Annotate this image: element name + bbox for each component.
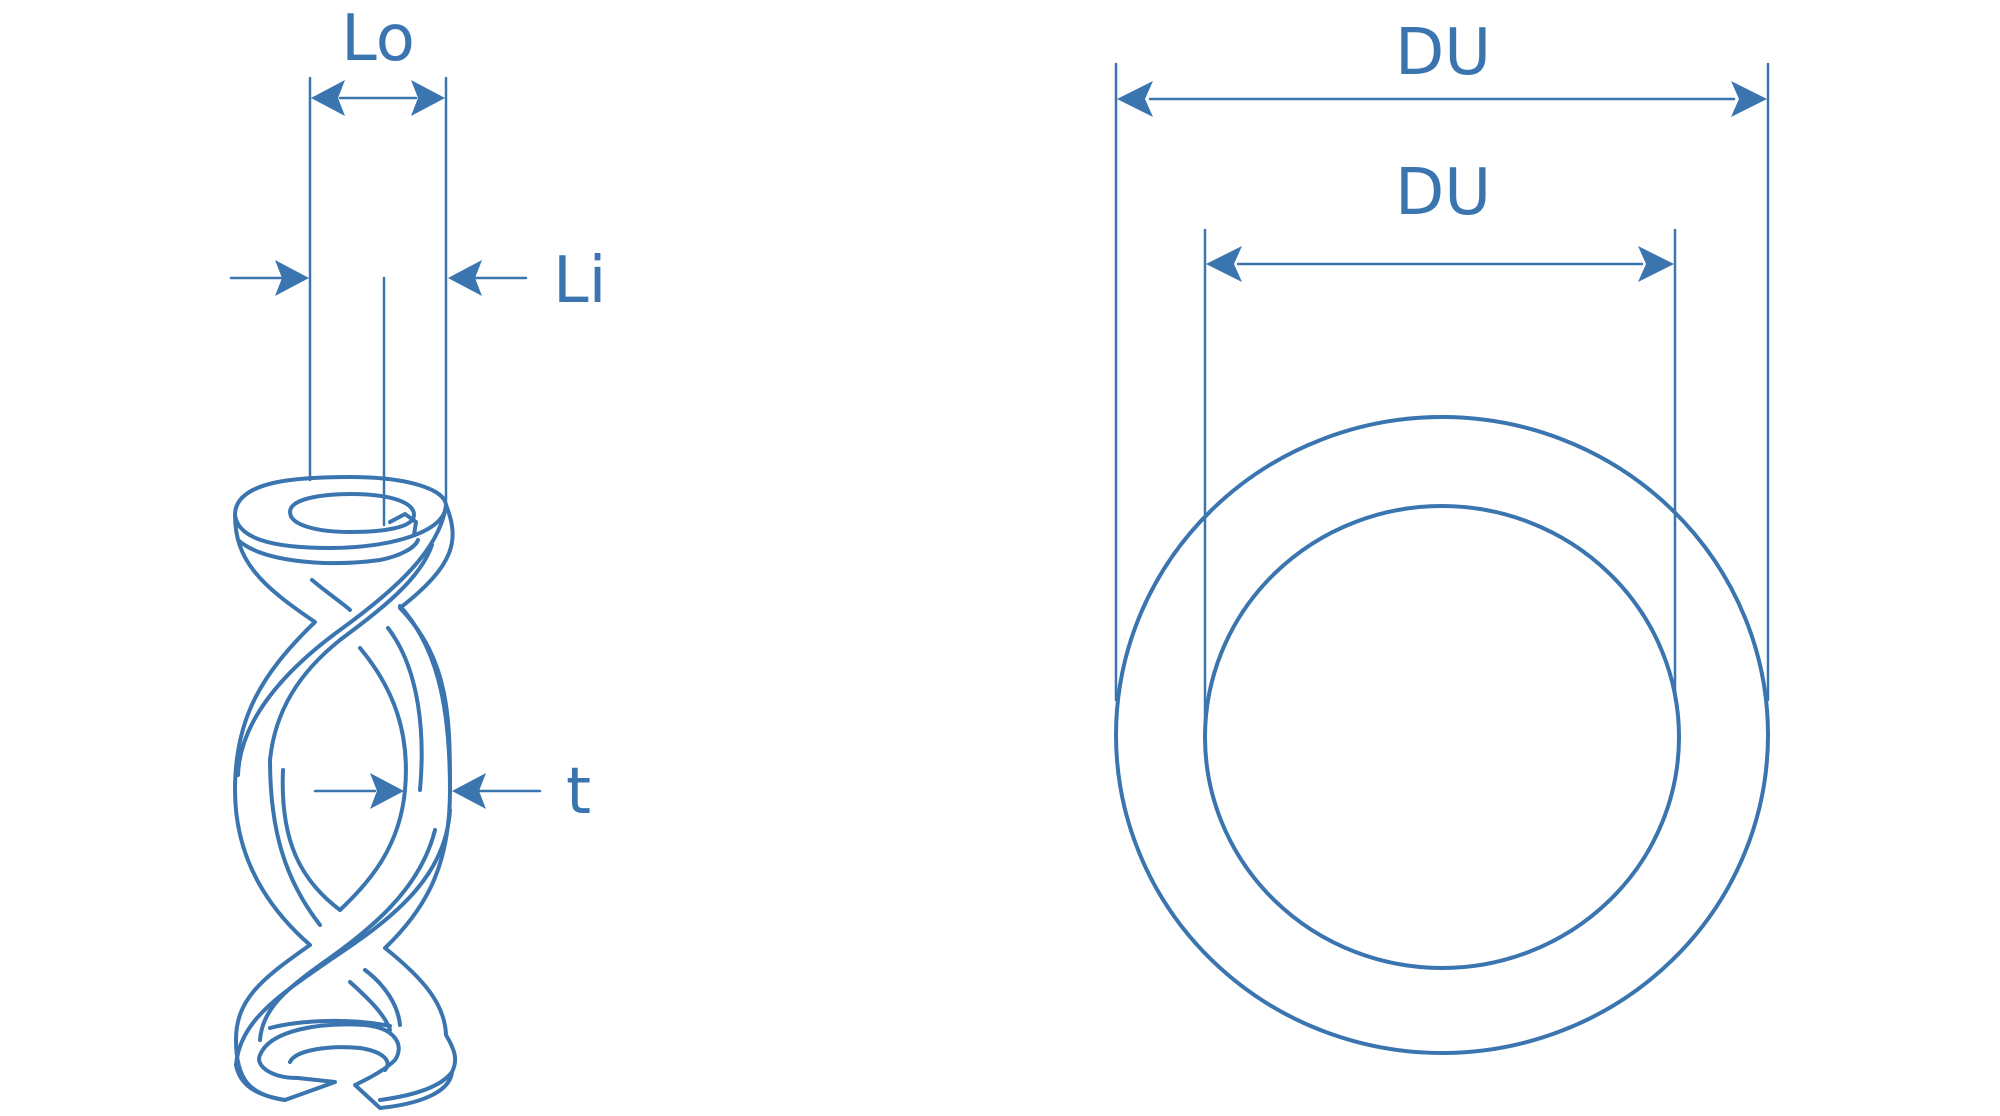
ring-top-view: DU DU xyxy=(1114,16,1770,1055)
helix-band-front-d xyxy=(258,828,437,1042)
bottom-coil-band xyxy=(268,1018,392,1030)
helix-band-front-c xyxy=(234,808,452,1067)
outer-diameter-arrow-left xyxy=(1117,81,1153,117)
top-coil-tab xyxy=(388,512,418,537)
top-coil-inner xyxy=(288,492,416,534)
spring-coils xyxy=(233,475,458,1110)
ring-outer-circle xyxy=(1114,415,1770,1055)
bottom-coil-outer xyxy=(234,1022,454,1110)
dimension-li: Li xyxy=(229,244,606,527)
inner-diameter-arrow-left xyxy=(1206,246,1242,282)
helix-band-back-f xyxy=(363,968,402,1027)
spring-side-view: Lo Li xyxy=(229,2,606,1110)
helix-band-front-b xyxy=(268,543,434,762)
dimension-lo: Lo xyxy=(308,2,448,502)
spring-outer-left xyxy=(233,513,317,1102)
li-label: Li xyxy=(553,244,606,318)
helix-band-back-d xyxy=(398,604,452,792)
dimension-inner-diameter: DU xyxy=(1203,156,1677,737)
li-arrow-right xyxy=(448,260,482,296)
top-coil-lower-band xyxy=(236,538,420,566)
helix-inner-left-b xyxy=(280,768,342,912)
lo-arrow-left xyxy=(311,80,345,116)
ring-inner-circle xyxy=(1203,504,1681,970)
t-arrow-right xyxy=(452,773,486,809)
helix-inner-left-a xyxy=(268,758,322,927)
inner-diameter-arrow-right xyxy=(1638,246,1674,282)
inner-diameter-label: DU xyxy=(1395,156,1491,230)
helix-band-back-a xyxy=(310,578,352,612)
spring-outer-right xyxy=(378,503,458,1102)
lo-label: Lo xyxy=(341,2,415,76)
dimension-outer-diameter: DU xyxy=(1114,16,1770,702)
helix-band-back-c xyxy=(386,626,424,792)
t-label: t xyxy=(566,755,591,829)
outer-diameter-arrow-right xyxy=(1731,81,1767,117)
helix-band-back-b xyxy=(338,646,408,912)
lo-arrow-right xyxy=(411,80,445,116)
bottom-coil-inner xyxy=(288,1045,390,1072)
dimension-t: t xyxy=(313,755,591,829)
li-arrow-left xyxy=(275,260,309,296)
t-arrow-left xyxy=(370,773,404,809)
outer-diameter-label: DU xyxy=(1395,16,1491,90)
